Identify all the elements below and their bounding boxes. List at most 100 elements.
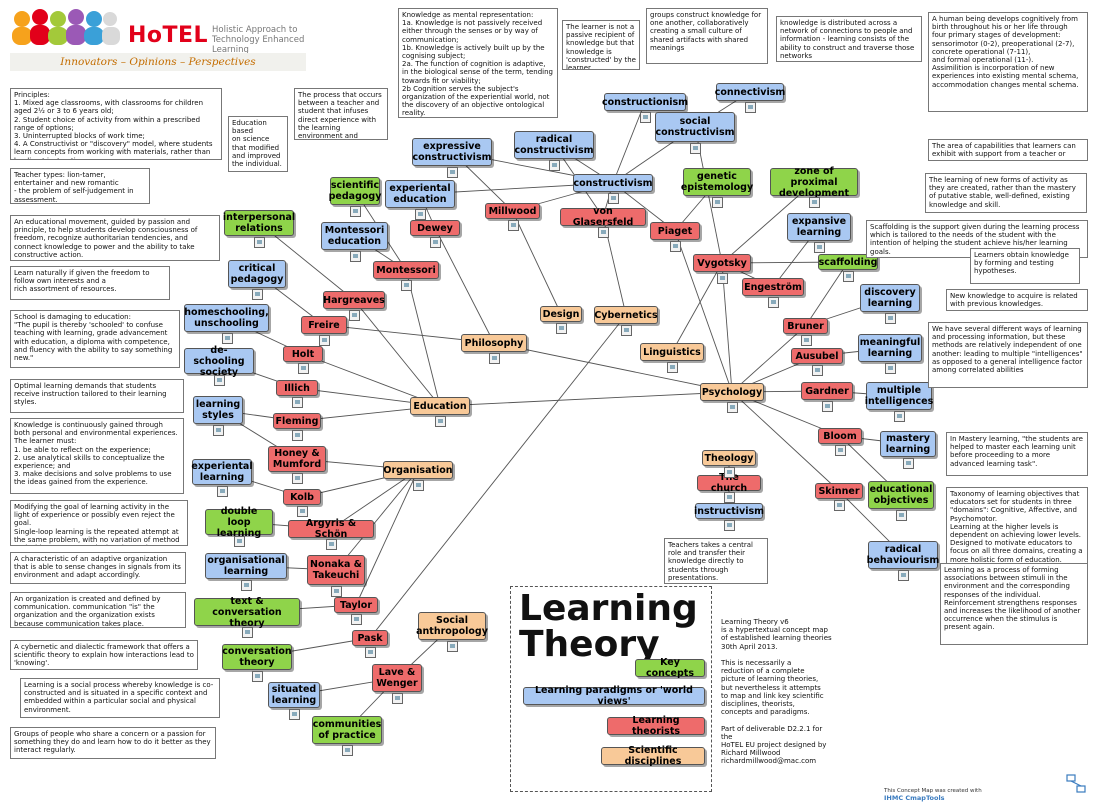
document-icon[interactable] (331, 586, 342, 597)
document-icon[interactable] (326, 539, 337, 550)
document-icon[interactable] (717, 273, 728, 284)
document-icon[interactable] (690, 143, 701, 154)
document-icon[interactable] (297, 506, 308, 517)
node-skinner[interactable]: Skinner (815, 483, 863, 499)
node-connectivism[interactable]: connectivism (715, 83, 785, 101)
node-genetic-epistemology[interactable]: genetic epistemology (681, 168, 753, 196)
document-icon[interactable] (349, 310, 360, 321)
document-icon[interactable] (252, 671, 263, 682)
node-situated-learning[interactable]: situated learning (268, 682, 320, 708)
document-icon[interactable] (727, 402, 738, 413)
document-icon[interactable] (670, 241, 681, 252)
node-experiential-learning[interactable]: experiental learning (191, 459, 253, 485)
node-text-conversation[interactable]: text & conversation theory (194, 596, 300, 629)
document-icon[interactable] (667, 362, 678, 373)
document-icon[interactable] (885, 363, 896, 374)
document-icon[interactable] (724, 492, 735, 503)
node-design[interactable]: Design (540, 306, 582, 322)
document-icon[interactable] (447, 641, 458, 652)
node-cybernetics[interactable]: Cybernetics (594, 306, 658, 324)
document-icon[interactable] (430, 237, 441, 248)
document-icon[interactable] (894, 411, 905, 422)
node-theology[interactable]: Theology (702, 450, 756, 466)
document-icon[interactable] (292, 397, 303, 408)
document-icon[interactable] (350, 206, 361, 217)
node-philosophy[interactable]: Philosophy (461, 334, 527, 352)
node-zone-prox[interactable]: zone of proximal development (770, 166, 858, 199)
document-icon[interactable] (342, 745, 353, 756)
document-icon[interactable] (712, 197, 723, 208)
document-icon[interactable] (241, 580, 252, 591)
document-icon[interactable] (319, 335, 330, 346)
node-constructivism[interactable]: constructivism (573, 174, 653, 192)
document-icon[interactable] (556, 323, 567, 334)
document-icon[interactable] (843, 271, 854, 282)
node-communities-practice[interactable]: communities of practice (312, 716, 382, 744)
node-de-schooling[interactable]: de-schooling society (184, 345, 254, 378)
document-icon[interactable] (213, 425, 224, 436)
document-icon[interactable] (898, 570, 909, 581)
node-multiple-intelligences[interactable]: multiple intelligences (865, 382, 933, 410)
node-expressive-constructivism[interactable]: expressive constructivism (412, 138, 492, 166)
document-icon[interactable] (768, 297, 779, 308)
node-social-anthropology[interactable]: Social anthropology (416, 612, 488, 640)
document-icon[interactable] (447, 167, 458, 178)
document-icon[interactable] (903, 458, 914, 469)
document-icon[interactable] (489, 353, 500, 364)
node-vygotsky[interactable]: Vygotsky (693, 254, 751, 272)
document-icon[interactable] (401, 280, 412, 291)
node-nonaka[interactable]: Nonaka & Takeuchi (307, 555, 365, 585)
document-icon[interactable] (724, 520, 735, 531)
node-hargreaves[interactable]: Hargreaves (323, 291, 385, 309)
document-icon[interactable] (392, 693, 403, 704)
document-icon[interactable] (800, 335, 812, 346)
node-psychology[interactable]: Psychology (700, 383, 764, 401)
document-icon[interactable] (214, 375, 225, 386)
document-icon[interactable] (549, 160, 560, 171)
document-icon[interactable] (507, 220, 519, 231)
document-icon[interactable] (415, 209, 426, 220)
node-critical-pedagogy[interactable]: critical pedagogy (228, 260, 286, 288)
node-fleming[interactable]: Fleming (273, 413, 321, 429)
node-mastery-learning[interactable]: mastery learning (880, 431, 936, 457)
document-icon[interactable] (298, 363, 309, 374)
document-icon[interactable] (217, 486, 228, 497)
document-icon[interactable] (809, 197, 820, 208)
node-gardner[interactable]: Gardner (801, 382, 853, 400)
node-pask[interactable]: Pask (352, 630, 388, 646)
node-engestrom[interactable]: Engeström (742, 278, 804, 296)
document-icon[interactable] (814, 242, 825, 253)
node-millwood[interactable]: Millwood (485, 203, 540, 219)
node-von-glasersfeld[interactable]: von Glasersfeld (560, 206, 646, 228)
node-montessori-education[interactable]: Montessori education (321, 222, 388, 250)
document-icon[interactable] (834, 500, 845, 511)
document-icon[interactable] (885, 313, 896, 324)
document-icon[interactable] (254, 237, 265, 248)
node-scientific-pedagogy[interactable]: scientific pedagogy (329, 177, 381, 205)
document-icon[interactable] (221, 333, 233, 344)
document-icon[interactable] (812, 365, 823, 376)
document-icon[interactable] (289, 709, 300, 720)
node-bruner[interactable]: Bruner (783, 318, 828, 334)
document-icon[interactable] (234, 536, 245, 547)
node-constructionism[interactable]: constructionism (602, 93, 688, 111)
node-radical-behaviourism[interactable]: radical behaviourism (867, 541, 939, 569)
document-icon[interactable] (835, 445, 846, 456)
document-icon[interactable] (292, 473, 303, 484)
document-icon[interactable] (608, 193, 619, 204)
node-dewey[interactable]: Dewey (410, 220, 460, 236)
node-meaningful-learning[interactable]: meaningful learning (858, 334, 922, 362)
node-kolb[interactable]: Kolb (283, 489, 321, 505)
document-icon[interactable] (292, 430, 303, 441)
node-conversation-theory[interactable]: conversation theory (222, 644, 292, 670)
node-experiental-education[interactable]: experiental education (385, 180, 455, 208)
node-ausubel[interactable]: Ausubel (791, 348, 843, 364)
node-organisational-learning[interactable]: organisational learning (205, 553, 287, 579)
node-expansive-learning[interactable]: expansive learning (787, 213, 851, 241)
node-education[interactable]: Education (410, 397, 470, 415)
node-piaget[interactable]: Piaget (650, 222, 700, 240)
node-double-loop[interactable]: double loop learning (205, 506, 273, 539)
document-icon[interactable] (351, 614, 362, 625)
document-icon[interactable] (640, 112, 651, 123)
document-icon[interactable] (242, 627, 253, 638)
